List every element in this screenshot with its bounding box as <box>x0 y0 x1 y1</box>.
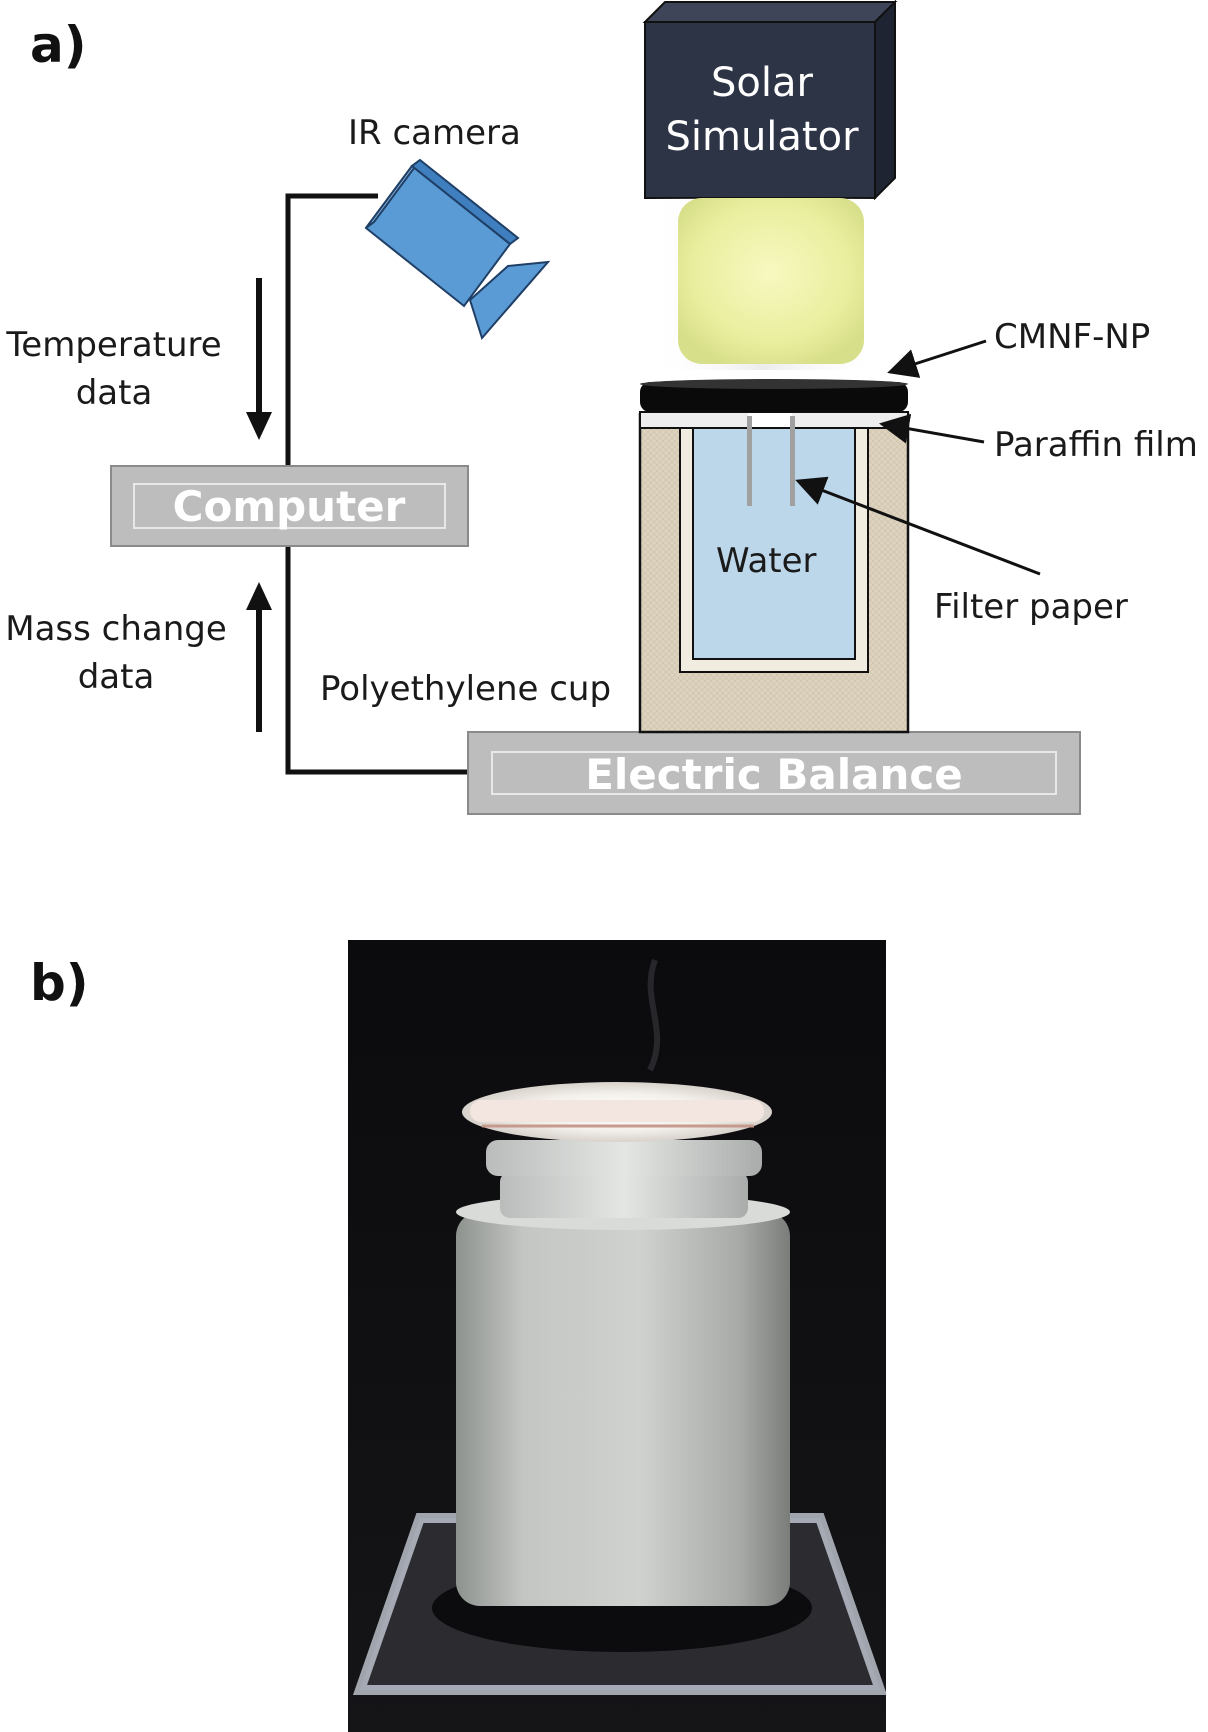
experiment-photo <box>348 940 888 1732</box>
ir-camera-label: IR camera <box>348 113 521 153</box>
cmnf-np-label: CMNF-NP <box>994 317 1150 357</box>
electric-balance-label: Electric Balance <box>585 750 963 799</box>
solar-simulator-label-line1: Solar <box>711 60 813 106</box>
light-beam <box>650 198 878 370</box>
filter-paper <box>747 416 795 506</box>
cmnf-np-disk <box>640 379 908 412</box>
ir-camera-icon <box>364 158 551 341</box>
paraffin-film <box>639 411 909 429</box>
paraffin-film-label: Paraffin film <box>994 425 1198 465</box>
filter-paper-label: Filter paper <box>934 587 1128 627</box>
temperature-data-arrow <box>246 278 272 440</box>
panel-a-label: a) <box>30 16 87 74</box>
mass-change-data-label-line1: Mass change <box>5 609 227 649</box>
temperature-data-label-line2: data <box>76 373 153 413</box>
mass-change-data-label-line2: data <box>78 657 155 697</box>
solar-simulator: Solar Simulator <box>642 0 898 201</box>
computer-box: Computer <box>110 465 469 547</box>
electric-balance: Electric Balance <box>467 731 1081 815</box>
temperature-data-label-line1: Temperature <box>5 325 221 365</box>
mass-change-data-arrow <box>246 582 272 732</box>
polyethylene-cup <box>638 412 910 734</box>
solar-simulator-label-line2: Simulator <box>665 114 859 160</box>
computer-label: Computer <box>173 482 406 531</box>
polyethylene-cup-label: Polyethylene cup <box>320 669 611 709</box>
connection-lines <box>285 193 470 775</box>
panel-b-label: b) <box>30 954 89 1012</box>
water-label: Water <box>716 541 817 581</box>
callout-arrows <box>795 339 1041 576</box>
